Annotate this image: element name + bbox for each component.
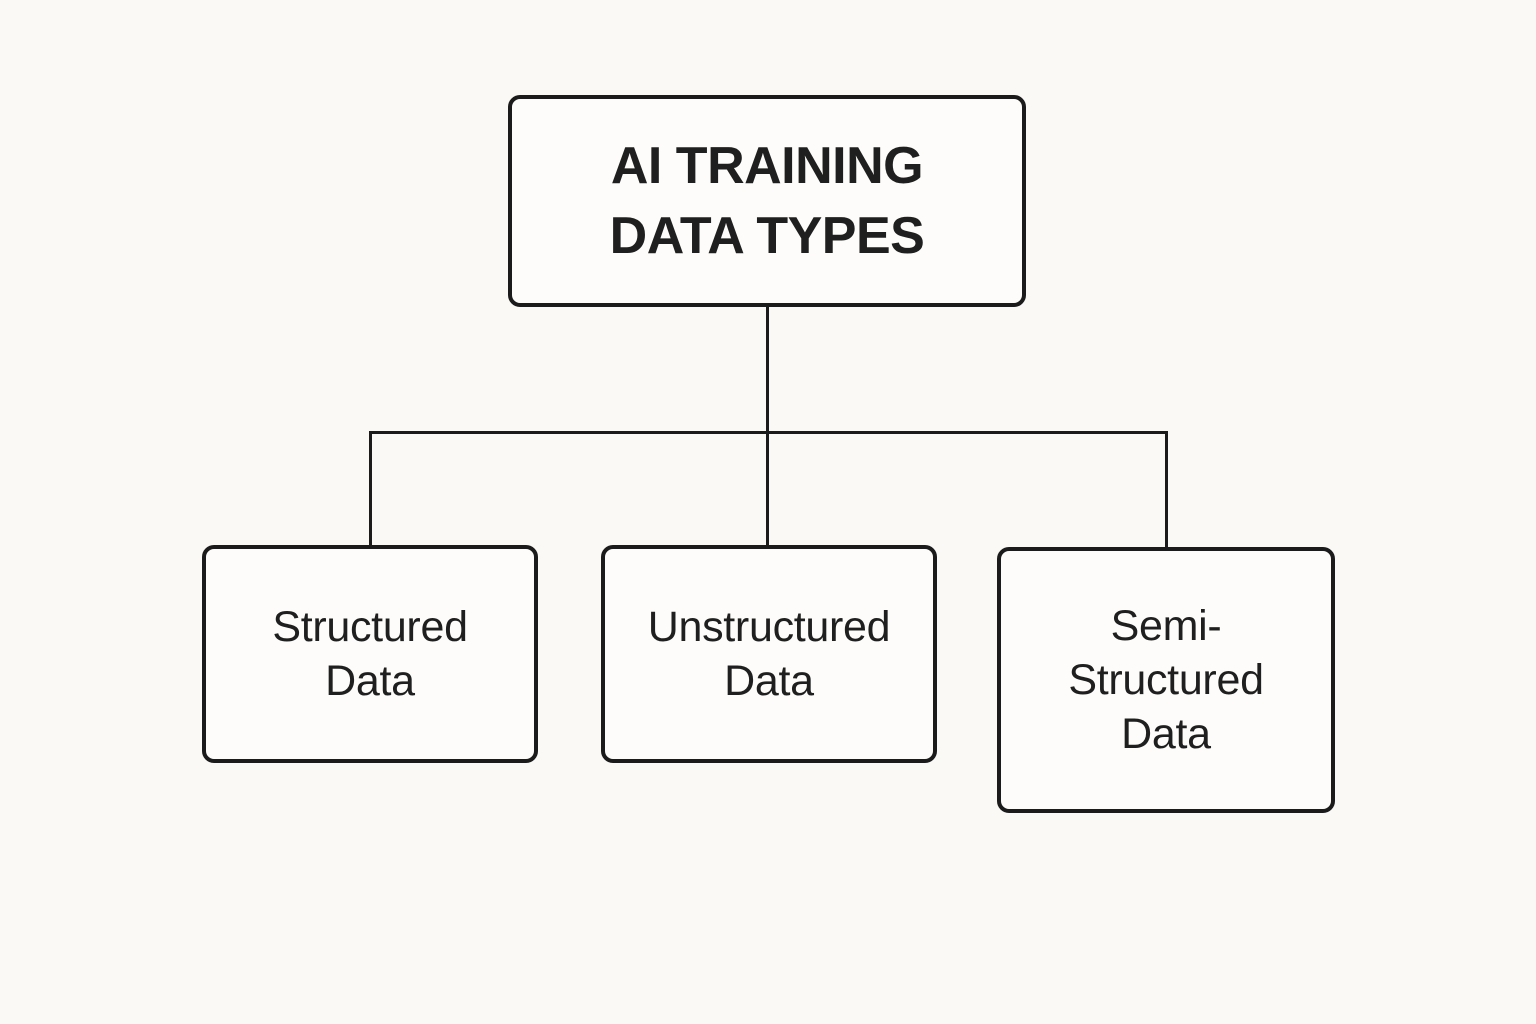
- semi-structured-data-label-line2: Structured: [1068, 656, 1264, 704]
- unstructured-data-label-line2: Data: [724, 657, 814, 705]
- root-node-label-line1: AI TRAINING: [610, 137, 924, 195]
- structured-data-label-line2: Data: [325, 657, 415, 705]
- semi-structured-data-label-line1: Semi-: [1110, 602, 1222, 650]
- connector-drop-structured: [368, 431, 372, 547]
- structured-data-label-line1: Structured: [272, 603, 468, 651]
- node-unstructured-data: Unstructured Data: [601, 545, 937, 763]
- connector-drop-semi-structured: [1164, 431, 1168, 549]
- node-ai-training-data-types: AI TRAINING DATA TYPES: [508, 95, 1026, 307]
- node-structured-data: Structured Data: [202, 545, 538, 763]
- connector-drop-unstructured: [765, 431, 769, 547]
- node-semi-structured-data: Semi- Structured Data: [997, 547, 1335, 813]
- semi-structured-data-label-line3: Data: [1121, 710, 1211, 758]
- connector-root-stem: [765, 305, 769, 434]
- unstructured-data-label-line1: Unstructured: [647, 603, 891, 651]
- root-node-label-line2: DATA TYPES: [609, 207, 925, 265]
